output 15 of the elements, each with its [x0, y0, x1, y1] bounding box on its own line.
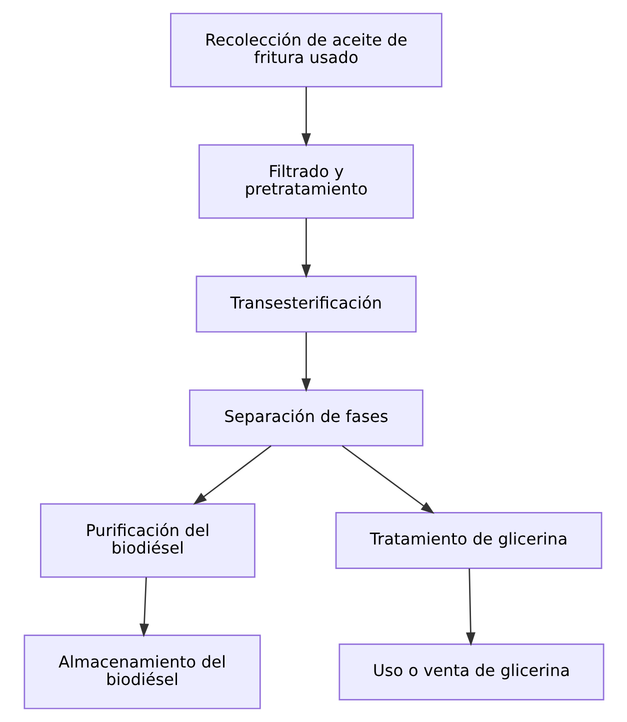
node-box: Uso o venta de glicerina [338, 643, 604, 700]
node-box: Almacenamiento del biodiésel [23, 634, 260, 710]
node-box: Purificación del biodiésel [40, 503, 255, 578]
arrow [300, 332, 310, 392]
arrow [139, 577, 148, 638]
arrow [300, 86, 310, 147]
arrow [465, 568, 475, 646]
arrow [192, 445, 271, 505]
arrow [300, 218, 310, 278]
node-box: Filtrado y pretratamiento [198, 144, 414, 219]
node-box: Separación de fases [188, 389, 423, 446]
node-box: Recolección de aceite de fritura usado [170, 12, 442, 88]
node-box: Tratamiento de glicerina [334, 512, 602, 569]
arrow [341, 445, 434, 514]
node-box: Transesterificación [195, 276, 416, 333]
